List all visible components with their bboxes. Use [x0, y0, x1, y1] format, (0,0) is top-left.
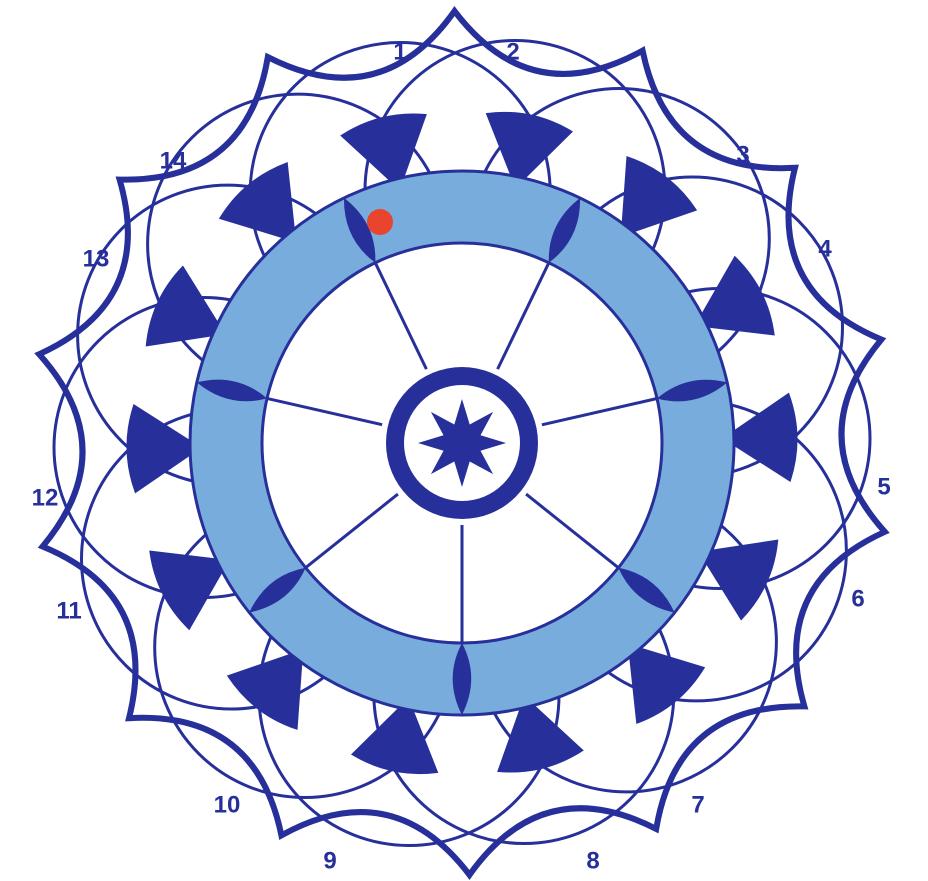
petal-label-8: 8 [586, 847, 599, 874]
petal-label-10: 10 [214, 791, 241, 818]
petal-label-4: 4 [818, 235, 832, 262]
petal-label-6: 6 [851, 585, 864, 612]
red-marker-dot [367, 209, 393, 235]
petal-label-3: 3 [736, 141, 749, 168]
petal-label-12: 12 [32, 484, 59, 511]
marker-layer [367, 209, 393, 235]
petal-label-7: 7 [691, 791, 704, 818]
petal-label-2: 2 [506, 38, 519, 65]
petal-label-9: 9 [323, 847, 336, 874]
petal-label-11: 11 [56, 597, 81, 624]
petal-label-13: 13 [83, 245, 110, 272]
center-star-medallion [386, 367, 538, 519]
petal-label-5: 5 [877, 473, 890, 500]
star-icon [418, 399, 506, 487]
petal-label-1: 1 [393, 38, 406, 65]
petal-label-14: 14 [160, 147, 187, 174]
